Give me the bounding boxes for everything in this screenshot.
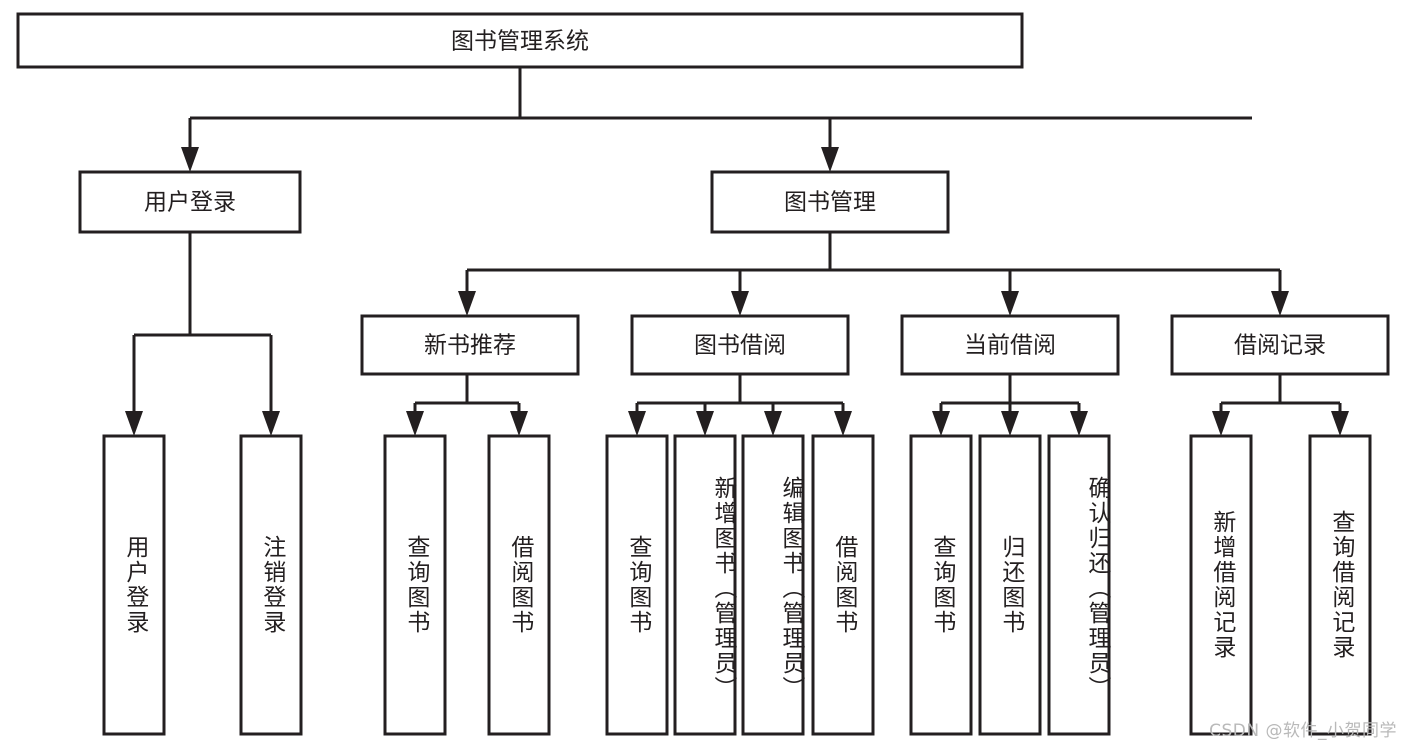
node-book-management[interactable]: 图书管理 — [710, 170, 950, 234]
node-user-login[interactable]: 用户登录 — [78, 170, 302, 234]
leaf-box-edit-book[interactable] — [741, 434, 805, 736]
leaf-box-logout[interactable] — [239, 434, 303, 736]
connector-userlogin-to-leaves — [125, 232, 280, 436]
leaf-box-borrow-book-1[interactable] — [487, 434, 551, 736]
leaf-boxes — [102, 434, 1372, 736]
node-borrow-record[interactable]: 借阅记录 — [1170, 314, 1390, 376]
leaf-box-query-record[interactable] — [1308, 434, 1372, 736]
leaf-box-confirm-return[interactable] — [1047, 434, 1111, 736]
csdn-watermark: CSDN @软件_小贺同学 — [1209, 721, 1397, 741]
leaf-box-add-book[interactable] — [673, 434, 737, 736]
node-book-borrow[interactable]: 图书借阅 — [630, 314, 850, 376]
node-root-label: 图书管理系统 — [451, 29, 589, 55]
connector-bookmgmt-to-level3 — [458, 232, 1289, 316]
node-current-borrow[interactable]: 当前借阅 — [900, 314, 1120, 376]
node-book-borrow-label: 图书借阅 — [694, 333, 786, 359]
node-borrow-record-label: 借阅记录 — [1234, 333, 1326, 359]
connector-borrow-to-leaves — [628, 374, 852, 436]
leaf-box-query-book-3[interactable] — [909, 434, 973, 736]
leaf-box-add-record[interactable] — [1189, 434, 1253, 736]
node-root[interactable]: 图书管理系统 — [16, 12, 1024, 69]
node-book-management-label: 图书管理 — [784, 190, 876, 216]
leaf-box-borrow-book-2[interactable] — [811, 434, 875, 736]
connector-newbook-to-leaves — [406, 374, 528, 436]
connector-record-to-leaves — [1212, 374, 1349, 436]
node-user-login-label: 用户登录 — [144, 190, 236, 216]
leaf-box-query-book-1[interactable] — [383, 434, 447, 736]
leaf-box-return-book[interactable] — [978, 434, 1042, 736]
leaf-box-user-login[interactable] — [102, 434, 166, 736]
leaf-box-query-book-2[interactable] — [605, 434, 669, 736]
connector-current-to-leaves — [932, 374, 1088, 436]
node-current-borrow-label: 当前借阅 — [964, 333, 1056, 359]
node-new-book-recommend[interactable]: 新书推荐 — [360, 314, 580, 376]
node-new-book-recommend-label: 新书推荐 — [424, 333, 516, 359]
connector-root-to-level2 — [181, 67, 1252, 172]
